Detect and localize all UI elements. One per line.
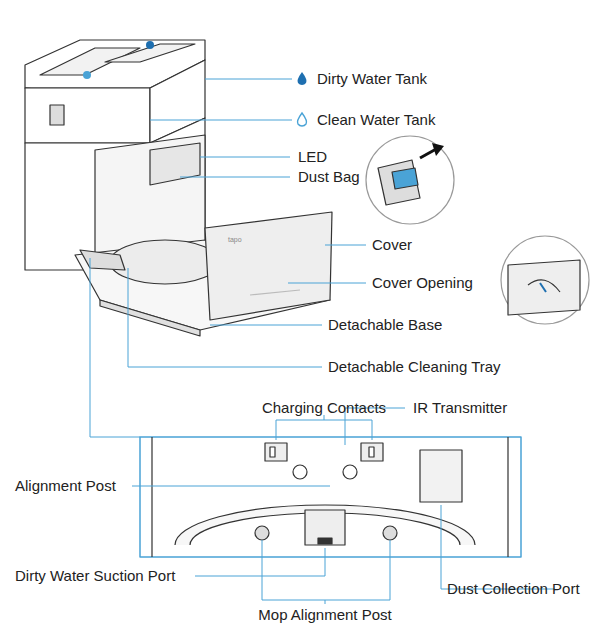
part-label: Dust Collection Port bbox=[447, 580, 580, 598]
part-label: LED bbox=[298, 148, 327, 166]
part-label: Detachable Cleaning Tray bbox=[328, 358, 501, 376]
part-label: Clean Water Tank bbox=[317, 111, 435, 129]
part-label: Dirty Water Tank bbox=[317, 70, 427, 88]
part-label: Cover bbox=[372, 236, 412, 254]
part-label: Charging Contacts bbox=[262, 399, 386, 417]
part-label: Detachable Base bbox=[328, 316, 442, 334]
part-label: Mop Alignment Post bbox=[258, 606, 391, 624]
part-label: Dirty Water Suction Port bbox=[15, 567, 175, 585]
part-label: Alignment Post bbox=[15, 477, 116, 495]
logo-text: tapo bbox=[228, 231, 242, 249]
part-label: IR Transmitter bbox=[413, 399, 507, 417]
part-label: Dust Bag bbox=[298, 168, 360, 186]
part-label: Cover Opening bbox=[372, 274, 473, 292]
